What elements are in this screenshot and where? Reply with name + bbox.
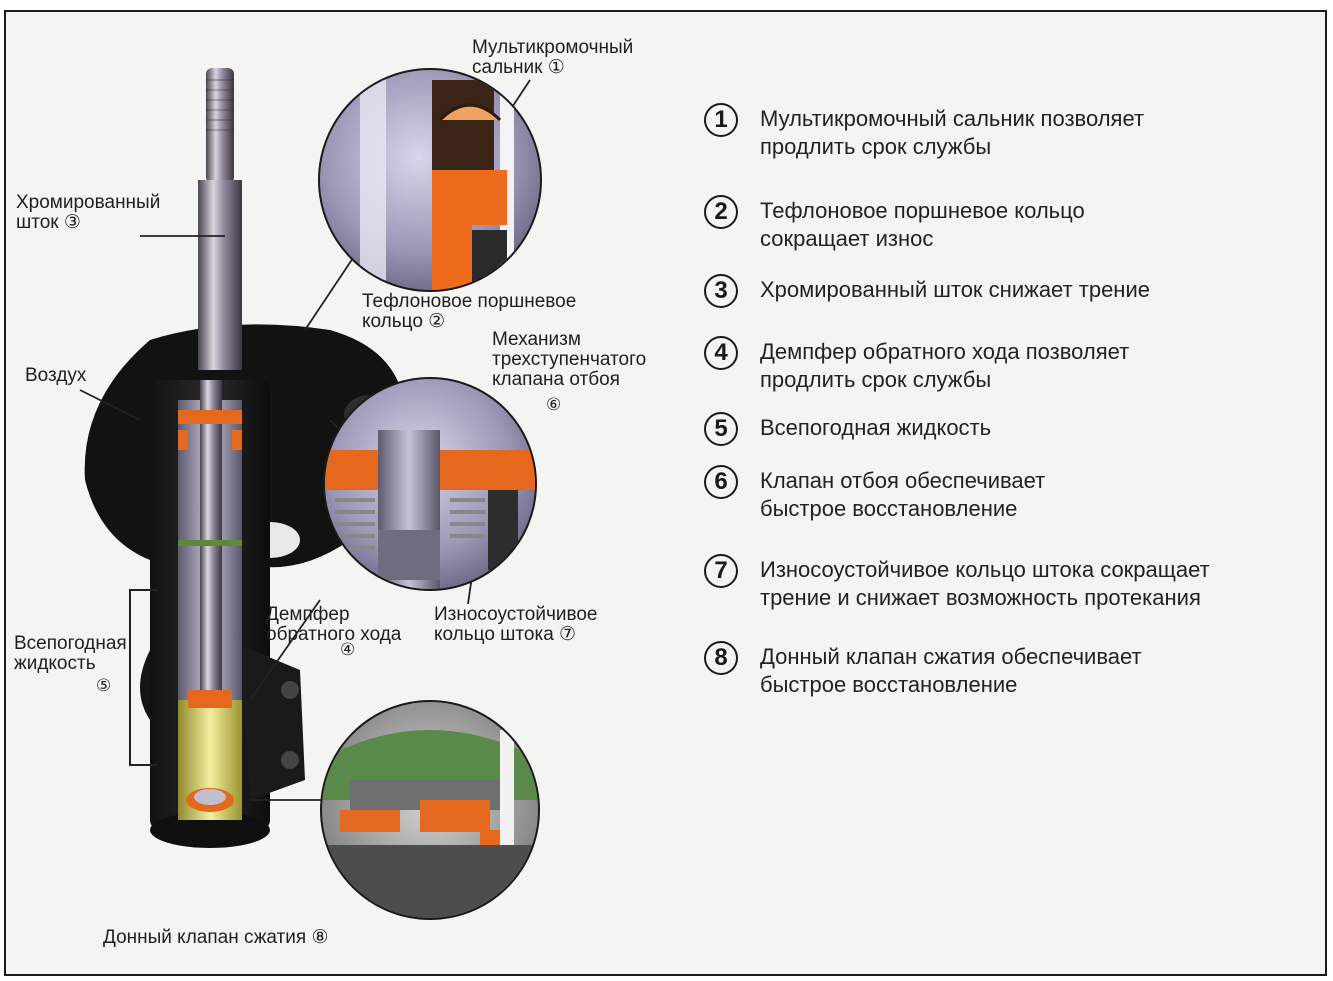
label-all-weather-fluid-number: ⑤ xyxy=(96,676,112,695)
label-chrome-rod: Хромированный шток ③ xyxy=(16,192,161,233)
label-all-weather-fluid: Всепогодная жидкость xyxy=(14,633,127,674)
legend-item-3: 3 Хромированный шток снижает трение xyxy=(704,274,1150,308)
lens-seal-detail xyxy=(320,70,540,290)
label-base-valve: Донный клапан сжатия ⑧ xyxy=(103,927,329,948)
legend-item-1: 1 Мультикромочный сальник позволяет прод… xyxy=(704,103,1145,161)
legend-item-8: 8 Донный клапан сжатия обеспечивает быст… xyxy=(704,641,1142,699)
legend-number: 6 xyxy=(704,465,738,499)
label-air: Воздух xyxy=(25,365,87,386)
piston-rod xyxy=(198,180,242,370)
legend-text: Тефлоновое поршневое кольцо сокращает из… xyxy=(760,198,1085,251)
legend-number: 7 xyxy=(704,554,738,588)
legend-item-5: 5 Всепогодная жидкость xyxy=(704,412,992,446)
label-teflon-ring: Тефлоновое поршневое кольцо ② xyxy=(362,291,577,332)
legend-text: Демпфер обратного хода позволяет продлит… xyxy=(760,339,1130,392)
label-valve-mechanism-number: ⑥ xyxy=(546,395,562,414)
rod-thread xyxy=(206,68,234,183)
legend-number: 3 xyxy=(704,274,738,308)
legend-item-6: 6 Клапан отбоя обеспечивает быстрое восс… xyxy=(704,465,1046,523)
legend-text: Мультикромочный сальник позволяет продли… xyxy=(760,106,1145,159)
label-valve-mechanism: Механизм трехступенчатого клапана отбоя xyxy=(492,329,647,390)
legend-number: 5 xyxy=(704,412,738,446)
label-rebound-damper: Демпфер обратного хода xyxy=(266,604,402,645)
label-wear-ring: Износоустойчивое кольцо штока ⑦ xyxy=(434,604,598,645)
legend-text: Хромированный шток снижает трение xyxy=(760,277,1150,302)
legend-text: Всепогодная жидкость xyxy=(760,415,992,440)
label-rebound-damper-number: ④ xyxy=(340,640,356,659)
legend-text: Клапан отбоя обеспечивает быстрое восста… xyxy=(760,468,1046,521)
legend-item-7: 7 Износоустойчивое кольцо штока сокращае… xyxy=(704,554,1210,612)
legend-item-4: 4 Демпфер обратного хода позволяет продл… xyxy=(704,336,1130,394)
legend-number: 4 xyxy=(704,336,738,370)
legend-number: 8 xyxy=(704,641,738,675)
lens-base-valve-detail xyxy=(322,702,538,918)
legend-item-2: 2 Тефлоновое поршневое кольцо сокращает … xyxy=(704,195,1085,253)
label-multi-lip-seal: Мультикромочный сальник ① xyxy=(472,37,634,78)
legend-number: 1 xyxy=(704,103,738,137)
lens-valve-detail xyxy=(325,379,535,589)
legend-text: Донный клапан сжатия обеспечивает быстро… xyxy=(760,644,1142,697)
legend-number: 2 xyxy=(704,195,738,229)
legend-text: Износоустойчивое кольцо штока сокращает … xyxy=(760,557,1210,610)
